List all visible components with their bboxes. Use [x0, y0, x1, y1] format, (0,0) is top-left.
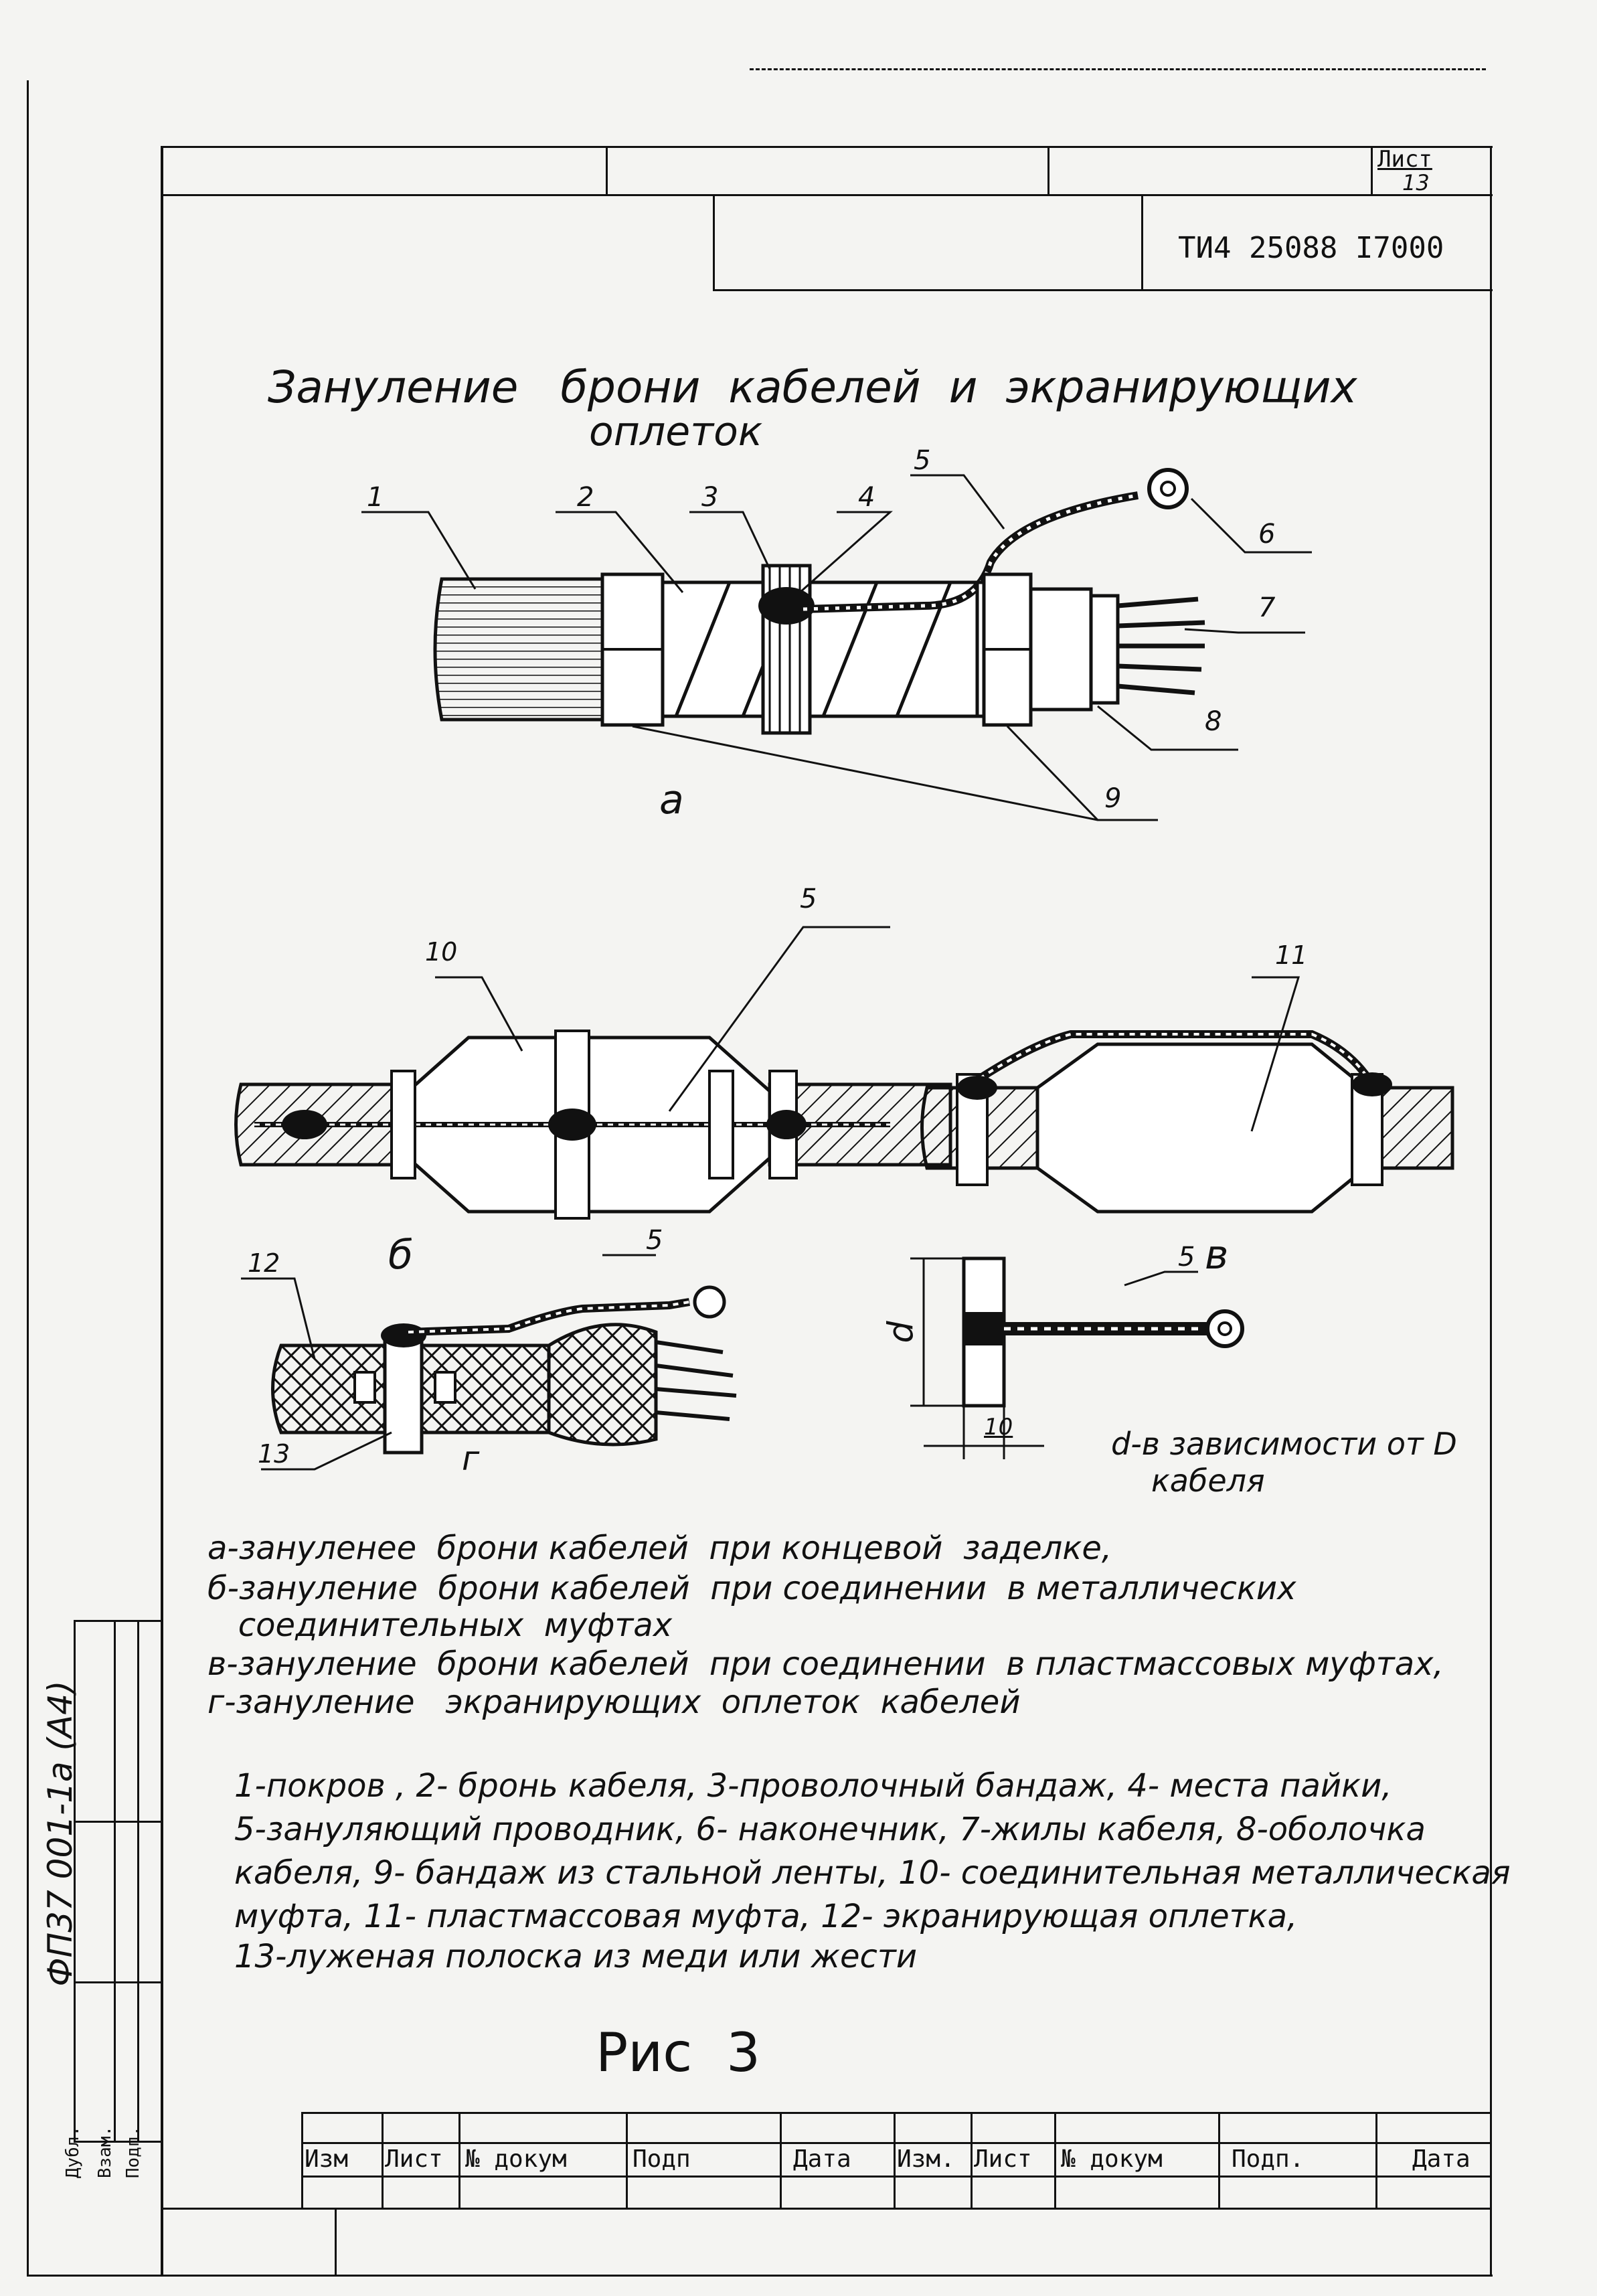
callout-7: 7: [1258, 592, 1276, 623]
header-sep-2: [1047, 146, 1049, 196]
legend-line-5: 13-луженая полоска из меди или жести: [234, 1938, 918, 1975]
tb-col-dokum-2: № докум: [1061, 2145, 1163, 2173]
tb-col-data: Дата: [793, 2145, 851, 2173]
tb-col-list: Лист: [385, 2145, 443, 2173]
legend-line-4: муфта, 11- пластмассовая муфта, 12- экра…: [234, 1898, 1298, 1935]
inner-frame-top: [161, 146, 1493, 148]
side-label-dubl: Дубл.: [63, 2125, 84, 2179]
legend-line-3: кабеля, 9- бандаж из стальной ленты, 10-…: [234, 1854, 1511, 1892]
callout-3: 3: [701, 482, 719, 513]
code-box-divider: [1141, 194, 1143, 291]
legend-line-1: 1-покров , 2- бронь кабеля, 3-проволочны…: [234, 1767, 1392, 1805]
side-label-podp: Подп.: [123, 2125, 144, 2179]
callout-10: 10: [425, 937, 458, 967]
tb-col-list-2: Лист: [974, 2145, 1032, 2173]
header-sep-1: [606, 146, 608, 196]
tb-row: [301, 2142, 1490, 2144]
outer-frame-left: [27, 80, 29, 2276]
callout-9: 9: [1104, 783, 1122, 814]
tb-top: [301, 2112, 1490, 2114]
header-sep-3: [1371, 146, 1373, 196]
side-box-bottom: [74, 2141, 161, 2143]
frame-top-dash: [750, 68, 1486, 70]
callout-1: 1: [367, 482, 384, 513]
tb-sep-7: [1054, 2112, 1056, 2209]
callout-5-b: 5: [800, 884, 817, 914]
outer-frame-bottom: [27, 2275, 1493, 2277]
tb-header-line: [301, 2176, 1490, 2178]
caption-a: а-зануленее брони кабелей при концевой з…: [207, 1530, 1112, 1567]
figure-label: Рис 3: [596, 2022, 760, 2084]
tb-sep-2: [458, 2112, 460, 2209]
dimension-width-label: 10: [984, 1414, 1013, 1441]
sheet-label: Лист: [1377, 146, 1432, 173]
side-box-row-2: [74, 1981, 161, 1983]
callout-2: 2: [577, 482, 594, 513]
code-box-left: [713, 194, 715, 291]
side-box-left: [74, 1620, 76, 2142]
tb-sep-6: [971, 2112, 973, 2209]
tb-col-podp-2: Подп.: [1232, 2145, 1305, 2173]
callout-5-a: 5: [914, 445, 931, 476]
figure-v-caption: в: [1205, 1232, 1229, 1279]
side-box-top: [74, 1620, 161, 1622]
code-box-bottom: [713, 289, 1493, 291]
tb-sep-5: [894, 2112, 896, 2209]
tb-sep-8: [1218, 2112, 1220, 2209]
figure-b-drawing: [234, 926, 952, 1220]
caption-v: в-зануление брони кабелей при соединении…: [207, 1645, 1444, 1683]
tb-below-left: [335, 2208, 337, 2275]
header-row-line: [161, 194, 1493, 196]
callout-4: 4: [858, 482, 875, 513]
callout-5-d: 5: [1178, 1242, 1195, 1273]
figure-b-caption: б: [388, 1232, 414, 1279]
tb-col-izm: Изм: [305, 2145, 349, 2173]
tb-sep-3: [626, 2112, 628, 2209]
caption-b-cont: соединительных муфтах: [207, 1607, 673, 1644]
figure-v-drawing: [920, 976, 1454, 1214]
side-box-row-1: [74, 1821, 161, 1823]
tb-bottom: [161, 2208, 1490, 2210]
side-box-col-1: [114, 1620, 116, 2142]
caption-g: г-зануление экранирующих оплеток кабелей: [207, 1684, 1021, 1721]
figure-d-note: d-в зависимости от D: [1111, 1426, 1457, 1462]
caption-b: б-зануление брони кабелей при соединении…: [207, 1570, 1296, 1607]
side-box-col-2: [137, 1620, 139, 2142]
page-title-line2: оплеток: [589, 408, 763, 455]
figure-a-drawing: [361, 468, 1312, 821]
tb-left: [301, 2112, 303, 2209]
tb-sep-9: [1375, 2112, 1377, 2209]
tb-col-izm-2: Изм.: [897, 2145, 955, 2173]
dimension-d-label: d: [881, 1321, 922, 1343]
tb-col-data-2: Дата: [1412, 2145, 1470, 2173]
tb-col-dokum: № докум: [465, 2145, 567, 2173]
figure-a-caption: а: [659, 776, 684, 823]
form-stamp: ФП37 001-1а (А4): [41, 1680, 80, 1987]
callout-6: 6: [1258, 519, 1276, 550]
callout-5-g: 5: [646, 1225, 663, 1256]
figure-d-note-2: кабеля: [1151, 1463, 1265, 1499]
callout-13: 13: [258, 1439, 290, 1469]
tb-col-podp: Подп: [633, 2145, 691, 2173]
figure-d-drawing: [910, 1256, 1244, 1459]
inner-frame-right: [1490, 146, 1492, 2275]
callout-12: 12: [248, 1248, 280, 1278]
page-title: Зануление брони кабелей и экранирующих: [268, 361, 1357, 413]
tb-sep-1: [382, 2112, 384, 2209]
document-code: ТИ4 25088 I7000: [1178, 231, 1444, 265]
side-label-vzam: Взам.: [95, 2125, 116, 2179]
inner-frame-left: [161, 146, 163, 2275]
tb-sep-4: [780, 2112, 782, 2209]
figure-g-caption: г: [462, 1439, 480, 1478]
figure-g-drawing: [241, 1254, 737, 1471]
sheet-number: 13: [1402, 170, 1430, 195]
callout-11: 11: [1275, 940, 1308, 970]
legend-line-2: 5-зануляющий проводник, 6- наконечник, 7…: [234, 1811, 1426, 1848]
callout-8: 8: [1205, 706, 1222, 737]
